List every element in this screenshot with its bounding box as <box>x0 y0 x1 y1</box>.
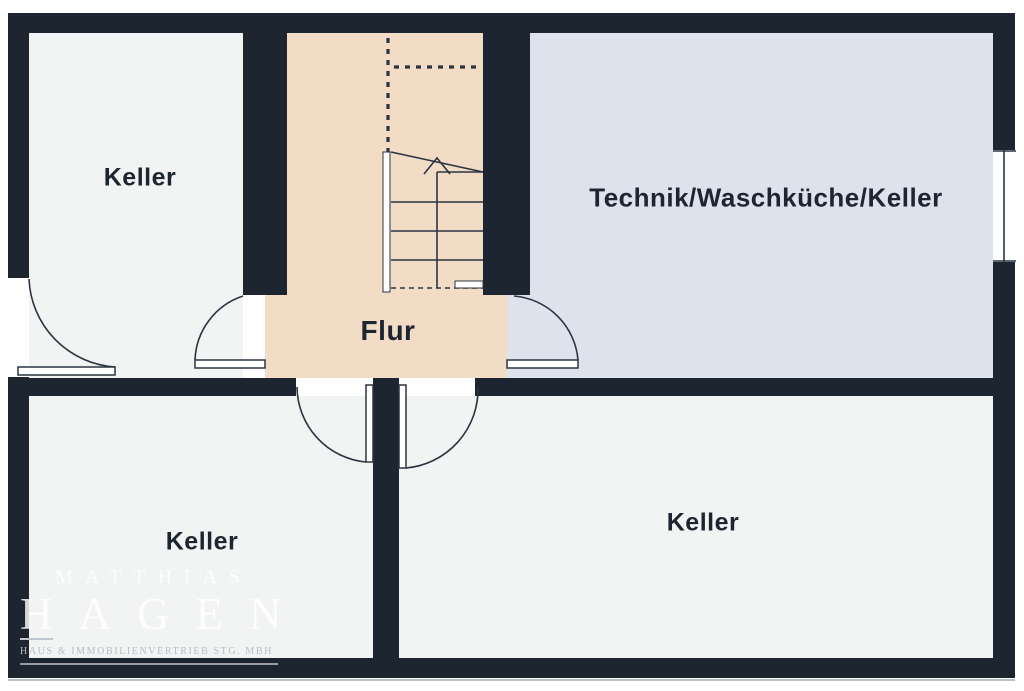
room-keller-bottom-right-floor <box>399 396 993 658</box>
room-label-keller-bottom-left: Keller <box>165 527 239 556</box>
outer-wall-left-upper <box>8 13 29 278</box>
window <box>993 150 1016 262</box>
room-label-technik: Technik/Waschküche/Keller <box>589 182 943 213</box>
watermark-brand-first: MATTHIAS <box>55 566 253 588</box>
wall-keller-stairwell <box>243 33 287 295</box>
watermark-rule-short <box>20 638 53 640</box>
wall-horizontal-right <box>475 378 1015 396</box>
watermark-brand-last: HAGEN <box>20 589 308 639</box>
room-label-keller-bottom-right: Keller <box>666 508 740 537</box>
outer-wall-top <box>8 13 1015 33</box>
room-technik-floor <box>530 33 993 378</box>
room-label-keller-top-left: Keller <box>103 163 177 192</box>
room-technik-door-zone <box>507 295 530 378</box>
wall-horizontal-left <box>8 378 296 396</box>
wall-stairwell-technik <box>483 33 530 295</box>
outer-wall-bottom <box>8 658 1015 678</box>
stairwell-floor <box>287 33 483 295</box>
plan-shadow-line <box>8 679 1015 681</box>
outer-wall-right <box>993 13 1015 678</box>
room-flur-floor <box>265 295 507 378</box>
wall-between-bottom-rooms <box>373 378 399 658</box>
room-label-flur: Flur <box>360 315 416 346</box>
room-keller-top-left-floor <box>29 33 243 378</box>
watermark-rule-long <box>20 663 278 665</box>
outer-wall-left-lower <box>8 377 29 678</box>
watermark-tagline: HAUS & IMMOBILIENVERTRIEB STG. MBH <box>20 646 273 657</box>
